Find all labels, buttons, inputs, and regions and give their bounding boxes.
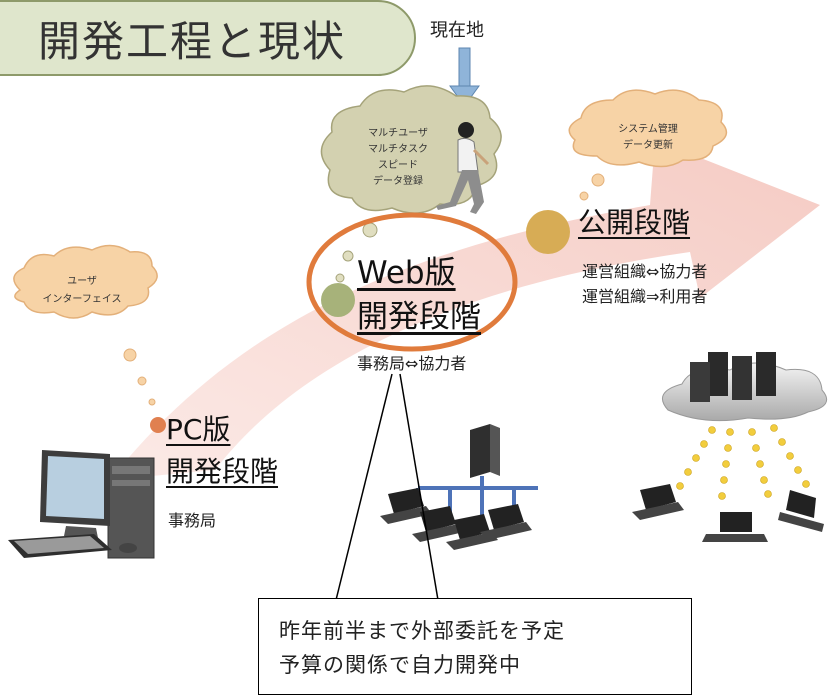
progress-arrow bbox=[110, 140, 820, 480]
web-phase-title-line1: Web版 bbox=[357, 255, 456, 291]
page-title: 開発工程と現状 bbox=[38, 17, 347, 66]
public-bubble-line-2: データ更新 bbox=[623, 138, 673, 151]
public-phase-actors-line1: 運営組織⇔協力者 bbox=[582, 262, 708, 281]
web-bubble-line-1: マルチユーザ bbox=[368, 127, 428, 139]
pc-phase-actors: 事務局 bbox=[168, 511, 217, 530]
pc-phase-title-line2: 開発段階 bbox=[166, 455, 279, 488]
pc-phase-title-line1: PC版 bbox=[166, 413, 231, 446]
walking-person-icon bbox=[436, 122, 490, 214]
thought-bubble-public bbox=[568, 89, 728, 201]
web-bubble-line-2: マルチタスク bbox=[368, 143, 428, 155]
lan-network-icon bbox=[380, 424, 538, 550]
thought-bubble-pc bbox=[13, 244, 158, 406]
public-bubble-line-1: システム管理 bbox=[618, 122, 678, 135]
pc-bubble-line-2: インターフェイス bbox=[42, 293, 121, 305]
status-callout: 昨年前半まで外部委託を予定 予算の関係で自力開発中 bbox=[258, 598, 692, 695]
desktop-pc-icon bbox=[8, 450, 155, 559]
callout-pointer bbox=[335, 373, 439, 601]
public-phase-title: 公開段階 bbox=[578, 206, 691, 239]
web-phase-title-line2: 開発段階 bbox=[357, 299, 481, 335]
title-banner bbox=[0, 0, 416, 76]
callout-line-2: 予算の関係で自力開発中 bbox=[279, 653, 521, 677]
web-bubble-line-3: スピード bbox=[378, 159, 418, 171]
web-bubble-line-4: データ登録 bbox=[373, 174, 423, 187]
thought-bubble-web bbox=[320, 85, 502, 283]
cloud-server-icon bbox=[632, 352, 828, 542]
web-phase-dot bbox=[321, 283, 355, 317]
pc-bubble-line-1: ユーザ bbox=[67, 275, 97, 287]
public-phase-actors-line2: 運営組織⇒利用者 bbox=[582, 287, 708, 306]
pc-phase-dot bbox=[150, 417, 166, 433]
web-phase-actors: 事務局⇔協力者 bbox=[357, 354, 467, 373]
callout-line-1: 昨年前半まで外部委託を予定 bbox=[279, 619, 565, 643]
web-highlight-ellipse bbox=[306, 212, 518, 352]
public-phase-dot bbox=[526, 210, 570, 254]
current-position-label: 現在地 bbox=[430, 20, 484, 41]
